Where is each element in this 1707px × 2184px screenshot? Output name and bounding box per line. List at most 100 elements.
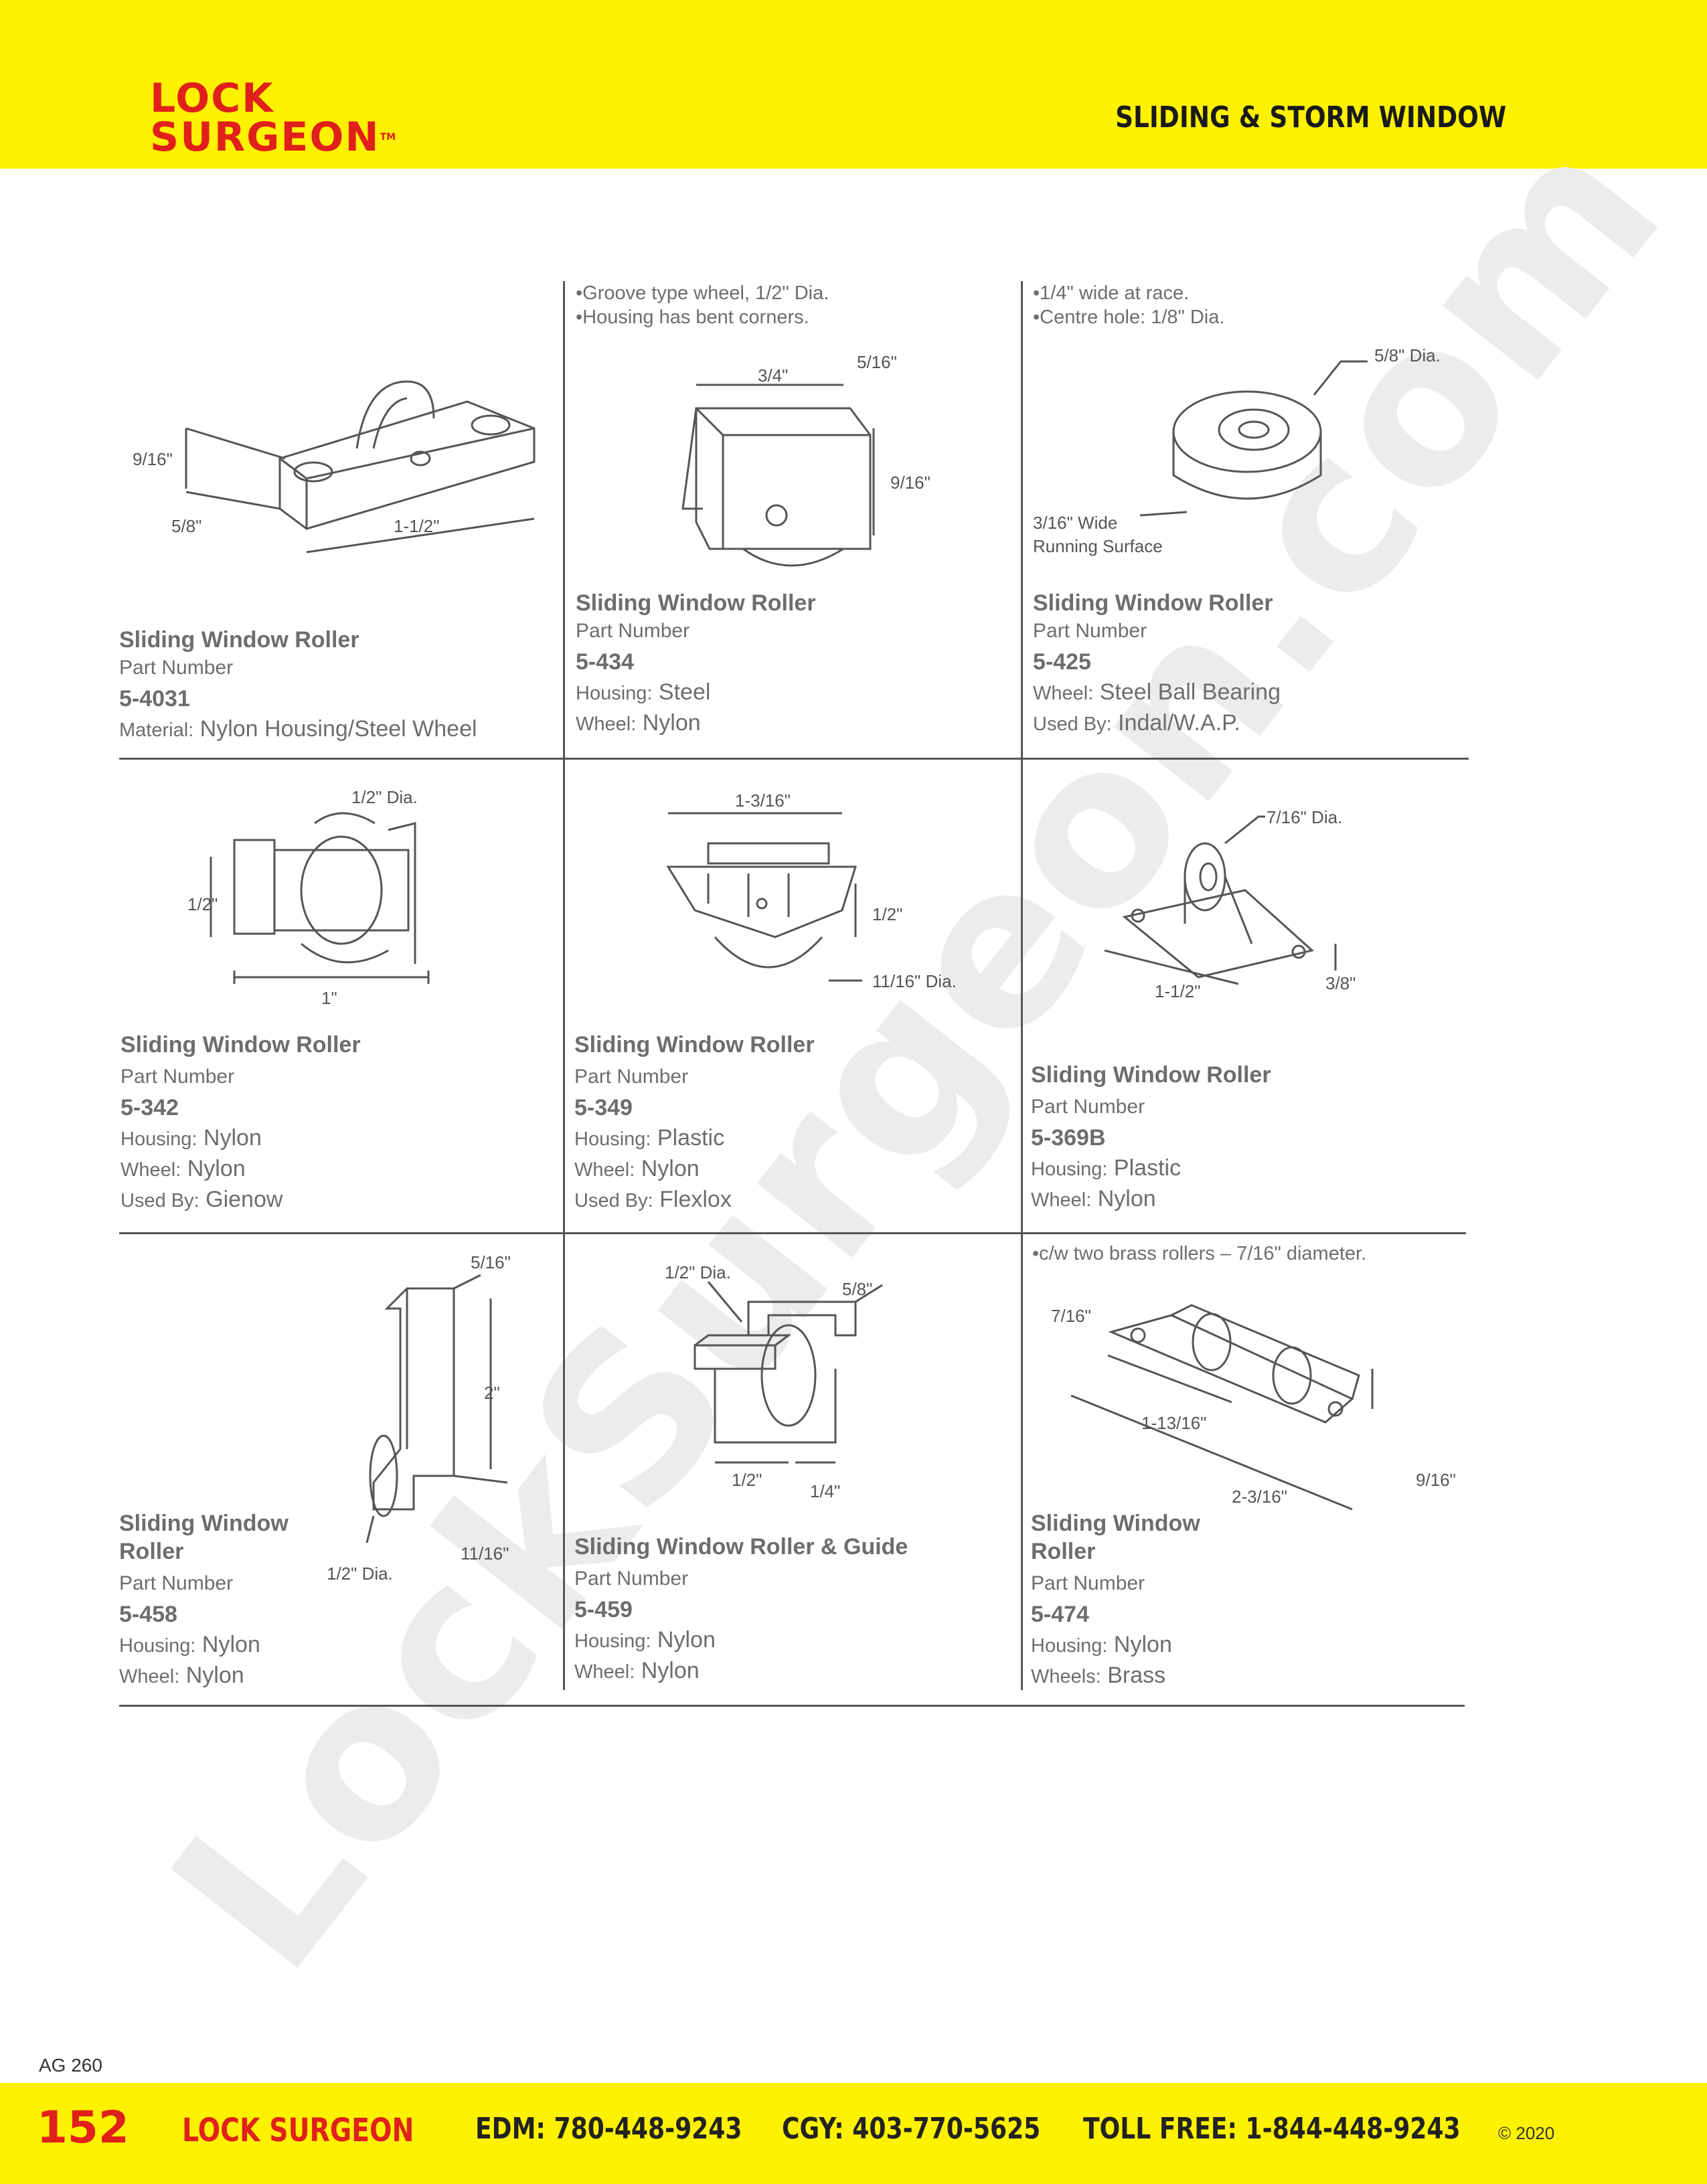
product-title: Sliding Window Roller xyxy=(1033,590,1273,616)
roller-5-459-drawing: 1/2" Dia. 5/8" 1/2" 1/4" xyxy=(665,1262,883,1501)
product-title: Sliding Window Roller & Guide xyxy=(574,1534,908,1560)
row-divider-1 xyxy=(119,758,799,760)
dim-label: 3/4" xyxy=(758,365,788,386)
product-5-342: 1/2" Dia. 1/2" 1" Sliding Window Roller … xyxy=(120,776,556,1225)
product-5-349: 1-3/16" 1/2" 11/16" Dia. Sliding Window … xyxy=(574,776,1009,1225)
dim-label: 1/2" xyxy=(872,904,902,924)
roller-5-349-drawing: 1-3/16" 1/2" 11/16" Dia. xyxy=(666,790,957,991)
dim-label: 1-13/16" xyxy=(1141,1413,1206,1433)
spec-housing: Housing: Steel xyxy=(576,679,711,705)
spec-used-by: Used By: Gienow xyxy=(120,1187,283,1212)
part-number: 5-369B xyxy=(1031,1125,1106,1151)
page-number: 152 xyxy=(37,2102,129,2153)
dim-label: 5/16" xyxy=(857,352,897,372)
product-title-line2: Roller xyxy=(119,1539,184,1564)
product-title: Sliding Window Roller xyxy=(119,627,359,653)
dim-label: 1/4" xyxy=(810,1481,840,1501)
product-title: Sliding Window Roller xyxy=(120,1032,361,1058)
roller-5-342-drawing: 1/2" Dia. 1/2" 1" xyxy=(187,787,430,1008)
dim-label: 2-3/16" xyxy=(1232,1487,1287,1507)
part-number-label: Part Number xyxy=(576,620,690,642)
roller-5-425-drawing: 5/8" Dia. 3/16" Wide Running Surface xyxy=(1033,345,1441,556)
catalog-code: AG 260 xyxy=(39,2055,102,2076)
spec-housing: Housing: Nylon xyxy=(1031,1632,1172,1657)
part-number-label: Part Number xyxy=(120,1066,235,1088)
phone-edm[interactable]: EDM: 780-448-9243 xyxy=(475,2112,742,2146)
spec-wheel: Wheel: Nylon xyxy=(119,1663,244,1688)
copyright: © 2020 xyxy=(1498,2123,1555,2143)
phone-toll-free[interactable]: TOLL FREE: 1-844-448-9243 xyxy=(1083,2112,1461,2146)
part-number-label: Part Number xyxy=(119,1572,234,1594)
product-title-line2: Roller xyxy=(1031,1539,1096,1564)
header-band: LOCK SURGEONTM SLIDING & STORM WINDOW xyxy=(0,0,1707,169)
row-divider-3 xyxy=(119,1705,1465,1707)
dim-label: 2" xyxy=(484,1383,500,1403)
spec-wheel: Wheel: Nylon xyxy=(576,710,701,736)
part-number: 5-349 xyxy=(574,1095,633,1120)
product-title: Sliding Window xyxy=(1031,1511,1200,1536)
spec-material: Material: Nylon Housing/Steel Wheel xyxy=(119,716,477,742)
dim-label: 11/16" xyxy=(461,1543,509,1564)
spec-used-by: Used By: Flexlox xyxy=(574,1187,732,1212)
dim-label: 1/2" Dia. xyxy=(327,1564,393,1584)
dim-label: 1/2" Dia. xyxy=(351,787,418,807)
part-number-label: Part Number xyxy=(574,1568,689,1590)
spec-wheel: Wheel: Nylon xyxy=(120,1156,246,1181)
product-5-459: 1/2" Dia. 5/8" 1/2" 1/4" Sliding Window … xyxy=(574,1248,1009,1697)
dim-label: 1-3/16" xyxy=(735,790,791,811)
part-number: 5-458 xyxy=(119,1602,177,1627)
section-title: SLIDING & STORM WINDOW xyxy=(1115,100,1506,135)
dim-label: 5/8" xyxy=(842,1279,872,1299)
product-note: •1/4" wide at race. xyxy=(1033,282,1190,304)
lock-surgeon-logo[interactable]: LOCK SURGEONTM xyxy=(150,75,396,161)
product-title: Sliding Window xyxy=(119,1511,289,1536)
product-title: Sliding Window Roller xyxy=(1031,1062,1271,1088)
dim-label: 5/8" Dia. xyxy=(1374,345,1441,365)
dim-label: 7/16" Dia. xyxy=(1267,807,1342,827)
part-number: 5-434 xyxy=(576,649,634,675)
roller-5-434-drawing: 3/4" 5/16" 9/16" xyxy=(681,352,930,567)
roller-5-458-drawing: 5/16" 2" 11/16" 1/2" Dia. xyxy=(327,1252,511,1584)
dim-label: 3/16" Wide xyxy=(1033,513,1117,533)
part-number: 5-474 xyxy=(1031,1602,1089,1627)
product-note: •Groove type wheel, 1/2" Dia. xyxy=(576,282,829,304)
dim-label: Running Surface xyxy=(1033,536,1163,556)
spec-housing: Housing: Plastic xyxy=(1031,1155,1182,1181)
part-number: 5-4031 xyxy=(119,686,190,711)
product-5-369B: 7/16" Dia. 1-1/2" 3/8" Sliding Window Ro… xyxy=(1031,776,1466,1225)
row-divider-2 xyxy=(119,1232,1466,1234)
product-5-458: 5/16" 2" 11/16" 1/2" Dia. Sliding Window… xyxy=(119,1248,554,1697)
part-number-label: Part Number xyxy=(574,1066,689,1088)
part-number-label: Part Number xyxy=(1031,1096,1145,1118)
col-divider-2 xyxy=(1021,281,1023,1690)
product-note: •Housing has bent corners. xyxy=(576,307,809,328)
part-number-label: Part Number xyxy=(1031,1572,1145,1594)
product-5-434: •Groove type wheel, 1/2" Dia. •Housing h… xyxy=(576,281,1011,750)
dim-label: 5/16" xyxy=(471,1252,511,1272)
spec-wheel: Wheel: Nylon xyxy=(1031,1186,1156,1211)
product-5-425: •1/4" wide at race. •Centre hole: 1/8" D… xyxy=(1033,281,1468,750)
part-number: 5-342 xyxy=(120,1095,179,1120)
roller-5-369B-drawing: 7/16" Dia. 1-1/2" 3/8" xyxy=(1104,807,1356,1001)
dim-label: 1/2" Dia. xyxy=(665,1262,731,1282)
product-title: Sliding Window Roller xyxy=(576,590,816,616)
dim-label: 7/16" xyxy=(1051,1306,1091,1326)
phone-cgy[interactable]: CGY: 403-770-5625 xyxy=(782,2112,1041,2146)
spec-housing: Housing: Plastic xyxy=(574,1125,725,1151)
footer-brand[interactable]: LOCK SURGEON xyxy=(182,2112,414,2149)
dim-label: 1/2" xyxy=(732,1470,762,1490)
dim-label: 1-1/2" xyxy=(1155,981,1201,1001)
product-5-4031: 9/16" 5/8" 1-1/2" Sliding Window Roller … xyxy=(119,361,554,750)
spec-housing: Housing: Nylon xyxy=(119,1632,260,1657)
part-number: 5-459 xyxy=(574,1597,633,1622)
spec-used-by: Used By: Indal/W.A.P. xyxy=(1033,710,1240,736)
dim-label: 3/8" xyxy=(1325,973,1356,993)
row-divider-1b xyxy=(799,758,1469,760)
dim-label: 11/16" Dia. xyxy=(872,971,957,991)
product-title: Sliding Window Roller xyxy=(574,1032,815,1058)
product-note: •c/w two brass rollers – 7/16" diameter. xyxy=(1032,1243,1367,1264)
part-number-label: Part Number xyxy=(119,657,234,679)
dim-label: 9/16" xyxy=(1416,1470,1456,1490)
product-5-474: •c/w two brass rollers – 7/16" diameter.… xyxy=(1031,1242,1466,1697)
product-note: •Centre hole: 1/8" Dia. xyxy=(1033,307,1225,328)
